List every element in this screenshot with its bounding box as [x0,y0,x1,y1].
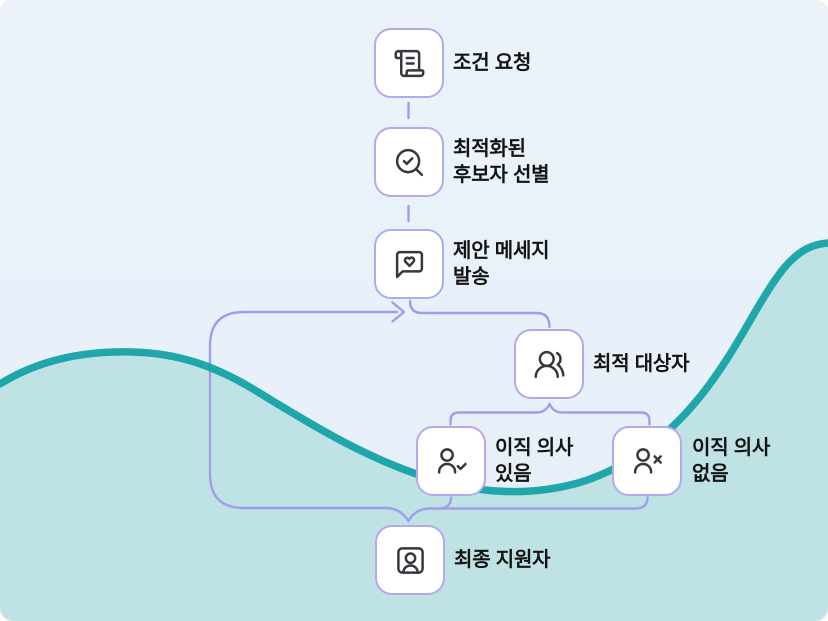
label-line: 제안 메세지 [453,240,550,262]
node-best-targets [514,329,584,399]
label-line: 최종 지원자 [454,549,551,571]
label-optimized-candidate-screening: 최적화된 후보자 선별 [453,127,550,197]
label-line: 없음 [692,463,729,485]
label-line: 최적화된 [453,138,526,160]
label-line: 이직 의사 [692,437,771,459]
label-proposal-message-send: 제안 메세지 발송 [453,229,550,299]
label-line: 이직 의사 [495,437,574,459]
wave-stroke-line [0,239,828,496]
branch-left-line [449,402,551,426]
users-icon [534,350,564,378]
node-final-applicants [375,525,445,595]
label-line: 발송 [453,266,490,288]
node-unwilling-to-change-jobs [612,426,682,496]
label-line: 후보자 선별 [453,164,550,186]
label-condition-request: 조건 요청 [453,28,531,98]
id-card-user-icon [396,546,424,574]
user-check-icon [437,447,467,474]
label-best-targets: 최적 대상자 [593,329,690,399]
message-heart-icon [395,250,423,278]
node-condition-request [374,28,444,98]
feedback-loop-line [208,310,410,523]
merge-left-stem [437,496,453,510]
label-final-applicants: 최종 지원자 [454,525,551,595]
label-line: 조건 요청 [453,52,532,74]
scroll-text-icon [394,49,424,77]
loop-arrowhead-icon [391,301,406,323]
label-line: 최적 대상자 [593,353,690,375]
node-proposal-message-send [374,229,444,299]
merge-right-line [407,496,649,522]
node-willing-to-change-jobs [416,426,486,496]
label-unwilling-to-change-jobs: 이직 의사 없음 [692,426,770,496]
search-check-icon [395,148,423,176]
label-line: 있음 [495,463,532,485]
node-optimized-candidate-screening [374,127,444,197]
connector-step3-targets [408,299,551,329]
label-willing-to-change-jobs: 이직 의사 있음 [495,426,573,496]
branch-right-line [548,402,651,426]
wave-fill-shape [0,243,828,621]
user-x-icon [633,447,662,474]
